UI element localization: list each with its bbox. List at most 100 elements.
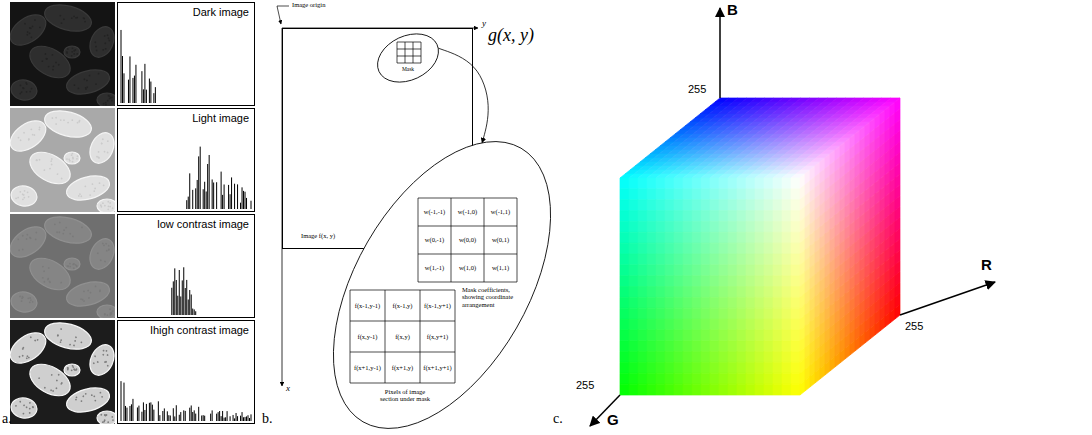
grain-texture [109,206,111,208]
pixel-cell: f(x-1,y) [385,290,420,321]
cube-face-cell [683,200,692,211]
cube-face-cell [773,243,782,254]
cube-face-cell [737,297,746,308]
cube-face-cell [755,384,764,395]
grain-texture [34,339,37,342]
grain-body [10,396,39,420]
histogram-bar [233,415,234,421]
histogram-bar [249,418,250,421]
grain-texture [63,229,65,231]
grain [10,78,39,102]
cube-face-cell [692,265,701,276]
cube-face-cell [728,384,737,395]
grain-texture [55,61,57,63]
cube-face-cell [656,265,665,276]
grain-texture [36,339,39,342]
cube-face-cell [620,265,629,276]
histogram-bar [195,311,196,315]
cube-face-cell [728,330,737,341]
grain-texture [111,313,113,315]
cube-face-cell [674,189,683,200]
cube-face-cell [620,189,629,200]
grain-texture [107,249,109,251]
cube-face-cell [647,341,656,352]
cube-face-cell [773,352,782,363]
cube-face-cell [665,200,674,211]
cube-face-cell [647,189,656,200]
grain-texture [109,314,111,316]
cube-face-cell [647,276,656,287]
cube-face-cell [764,178,773,189]
grain-texture [107,201,109,203]
pixel-cell: f(x+1,y) [385,352,420,383]
cube-face-cell [674,297,683,308]
grain-texture [71,119,73,121]
grain-texture [100,204,102,206]
cube-face-cell [647,362,656,373]
histogram-bar [231,177,232,209]
grid-line [350,352,455,353]
cube-face-cell [710,211,719,222]
cube-face-cell [773,178,782,189]
grain-texture [78,120,80,122]
grain-texture [23,131,26,134]
grain-texture [103,150,105,152]
grain-texture [74,340,76,342]
cube-face-cell [638,276,647,287]
cube-face-cell [701,287,710,298]
grain-texture [15,197,17,199]
grain-texture [51,374,53,376]
b-axis [719,8,721,98]
grain-texture [71,51,73,53]
histogram-bar [123,73,124,103]
cube-face-cell [840,348,845,363]
cube-face-cell [728,362,737,373]
histogram-bar [173,281,174,315]
grain [97,199,115,212]
cube-face-cell [773,373,782,384]
grain-texture [29,412,31,414]
cube-face-cell [620,308,629,319]
cube-face-cell [719,384,728,395]
cube-face-cell [791,308,800,319]
grain-texture [69,344,71,346]
grain-texture [98,157,100,159]
grid-line [451,198,452,282]
histogram-bar [218,412,219,421]
cube-face-cell [674,352,683,363]
grain-texture [27,191,29,193]
pixel-cell: f(x,y+1) [420,321,455,352]
grain-texture [75,396,77,398]
grid-line [418,282,517,283]
cube-face-cell [656,352,665,363]
cube-face-cell [791,265,800,276]
grain-texture [44,53,46,55]
cube-face-cell [674,287,683,298]
cube-face-cell [656,330,665,341]
cube-face-cell [746,297,755,308]
cube-face-cell [638,373,647,384]
grain-texture [67,367,69,369]
cube-face-cell [692,384,701,395]
grain [10,184,39,208]
cube-face-cell [719,287,728,298]
grain-texture [71,154,73,156]
cube-face-cell [629,243,638,254]
cube-face-cell [692,319,701,330]
grain-texture [93,190,95,192]
pixel-cell: f(x-1,y-1) [350,290,385,321]
grain-texture [41,60,43,62]
cube-face-cell [791,352,800,363]
cube-face-cell [710,221,719,232]
grain-texture [17,238,20,241]
grain-texture [105,102,107,104]
cube-face-cell [638,178,647,189]
histogram-bar [122,56,123,103]
grain-texture [105,415,107,417]
histogram-bar [236,413,237,421]
cube-face-cell [665,373,674,384]
cube-face-cell [764,243,773,254]
grain-texture [43,270,45,272]
image-caption: Image f(x, y) [301,232,335,239]
grain-texture [31,88,33,90]
